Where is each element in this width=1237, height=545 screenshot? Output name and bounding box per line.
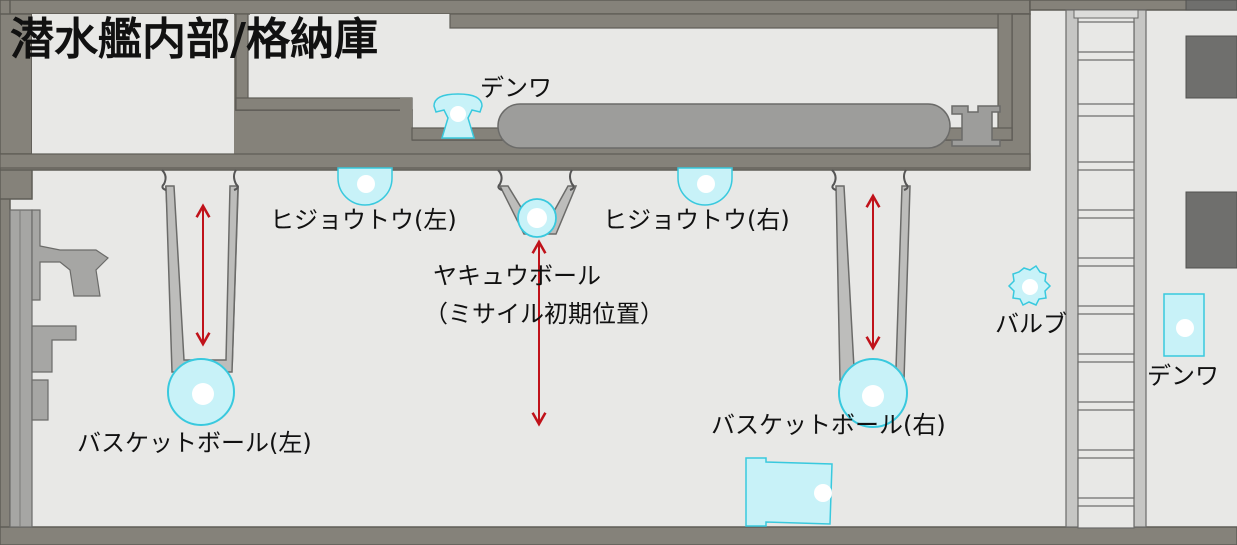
label-valve: バルブ: [995, 310, 1067, 338]
pulley-left: [161, 169, 239, 373]
left-machinery: [9, 209, 109, 528]
label-basketball-right: バスケットボール(右): [711, 411, 946, 439]
ladder: [1065, 9, 1147, 528]
hatch-icon: [814, 484, 832, 502]
emergency-light-left[interactable]: [337, 167, 393, 206]
lamp-icon: [357, 175, 375, 193]
label-basketball-left: バスケットボール(左): [77, 429, 312, 457]
pulley-right: [831, 169, 911, 381]
basketball-left[interactable]: [167, 358, 235, 426]
ball-icon: [192, 383, 214, 405]
label-yakyu-ball: ヤキュウボール: [433, 262, 601, 290]
missile-body: [497, 103, 951, 149]
telephone-top[interactable]: [433, 93, 483, 139]
label-phone-top: デンワ: [480, 74, 552, 102]
label-phone-right: デンワ: [1147, 362, 1219, 390]
upper-room-floor: [250, 14, 998, 108]
label-emergency-light-left: ヒジョウトウ(左): [270, 206, 457, 234]
floor-hatch[interactable]: [745, 457, 833, 527]
telephone-icon: [1176, 319, 1194, 337]
valve-icon: [1022, 279, 1038, 295]
launcher-bracket: [951, 105, 1001, 147]
ladder-rungs: [1077, 21, 1135, 529]
telephone-icon: [450, 106, 466, 122]
right-panels: [1185, 0, 1237, 269]
label-yakyu-ball-note: （ミサイル初期位置）: [424, 300, 664, 328]
telephone-right[interactable]: [1163, 293, 1205, 357]
lamp-icon: [697, 175, 715, 193]
emergency-light-right[interactable]: [677, 167, 733, 206]
label-emergency-light-right: ヒジョウトウ(右): [603, 206, 790, 234]
ball-icon: [527, 208, 547, 228]
page-title: 潜水艦内部/格納庫: [10, 14, 379, 65]
ball-icon: [862, 385, 884, 407]
valve[interactable]: [1007, 264, 1052, 307]
yakyu-ball[interactable]: [517, 198, 557, 238]
basketball-right[interactable]: [838, 358, 908, 428]
